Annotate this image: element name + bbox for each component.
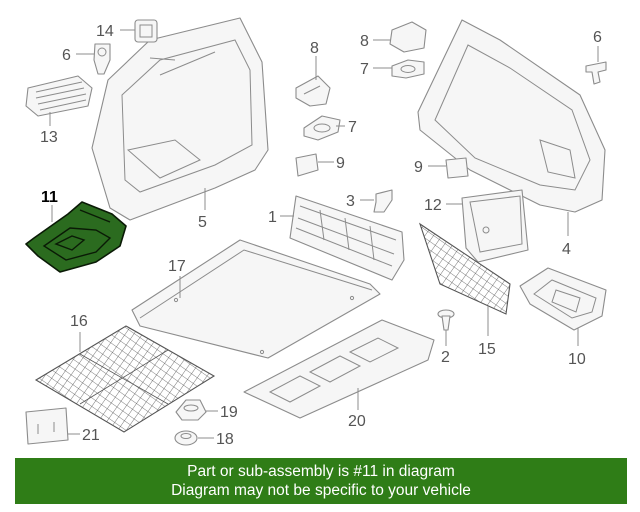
part-18-cap — [174, 430, 198, 446]
callout-9-right[interactable]: 9 — [414, 159, 423, 176]
part-7-center-cap — [303, 115, 341, 141]
part-8-right-cover — [389, 21, 427, 53]
part-9-center-plug — [295, 153, 319, 177]
part-20-floor-storage — [243, 319, 435, 419]
part-5-left-side-trim-panel — [91, 17, 269, 221]
part-8-center-cover — [295, 75, 331, 107]
callout-11[interactable]: 11 — [41, 189, 58, 206]
callout-12[interactable]: 12 — [424, 197, 442, 214]
callout-18[interactable]: 18 — [216, 431, 234, 448]
part-12-storage-box — [461, 189, 529, 263]
callout-leader-lines — [49, 29, 599, 439]
exploded-parts-diagram: 11 14 6 13 5 8 7 9 3 1 17 8 7 6 9 12 4 1… — [25, 17, 607, 448]
part-11-storage-tray-highlighted — [25, 201, 127, 273]
callout-7-center[interactable]: 7 — [348, 119, 357, 136]
callout-8-right[interactable]: 8 — [360, 33, 369, 50]
callout-2[interactable]: 2 — [441, 349, 450, 366]
callout-9-center[interactable]: 9 — [336, 155, 345, 172]
part-6-right-retainer — [585, 61, 607, 85]
part-10-tray — [519, 267, 607, 331]
part-15-side-net — [418, 222, 511, 315]
callout-16[interactable]: 16 — [70, 313, 88, 330]
callout-3[interactable]: 3 — [346, 193, 355, 210]
part-19-tie-down — [175, 399, 207, 421]
banner-line-2: Diagram may not be specific to your vehi… — [171, 482, 471, 499]
part-4-right-side-trim-panel — [417, 19, 606, 213]
callout-19[interactable]: 19 — [220, 404, 238, 421]
callout-1[interactable]: 1 — [268, 209, 277, 226]
callout-20[interactable]: 20 — [348, 413, 366, 430]
callout-8-center[interactable]: 8 — [310, 40, 319, 57]
callout-21[interactable]: 21 — [82, 427, 100, 444]
callout-13[interactable]: 13 — [40, 129, 58, 146]
callout-17[interactable]: 17 — [168, 258, 186, 275]
part-3-bracket — [373, 189, 393, 213]
callout-6-left[interactable]: 6 — [62, 47, 71, 64]
callout-6-right[interactable]: 6 — [593, 29, 602, 46]
part-info-banner: Part or sub-assembly is #11 in diagram D… — [15, 458, 627, 504]
callout-7-right[interactable]: 7 — [360, 61, 369, 78]
callout-14[interactable]: 14 — [96, 23, 114, 40]
part-6-left-retainer — [93, 43, 111, 75]
part-21-cover — [25, 407, 69, 445]
part-13-vent-grille — [25, 75, 93, 117]
part-17-floor-cover — [131, 239, 381, 359]
callout-15[interactable]: 15 — [478, 341, 496, 358]
part-1-rear-sill-trim — [289, 195, 405, 281]
callout-10[interactable]: 10 — [568, 351, 586, 368]
part-16-floor-net — [34, 325, 216, 433]
callout-4[interactable]: 4 — [562, 241, 571, 258]
part-7-right-cap — [391, 59, 425, 79]
part-2-push-clip — [437, 309, 455, 331]
part-9-right-plug — [445, 157, 469, 179]
part-14-clip — [134, 19, 158, 43]
banner-line-1: Part or sub-assembly is #11 in diagram — [187, 463, 455, 480]
callout-5[interactable]: 5 — [198, 214, 207, 231]
